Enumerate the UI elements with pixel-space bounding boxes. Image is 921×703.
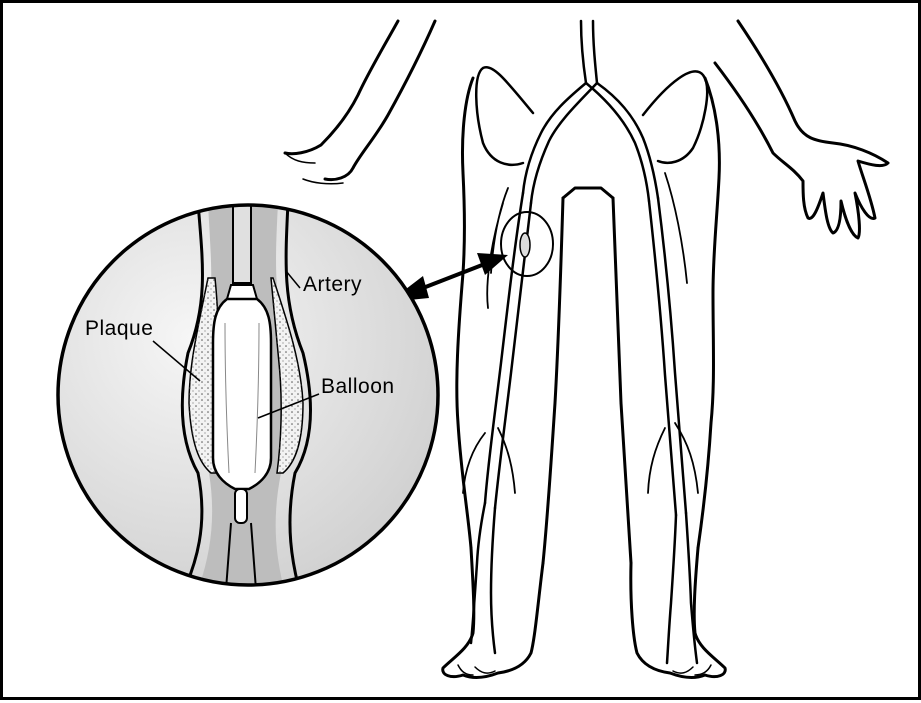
- catheter-shaft: [233, 203, 251, 283]
- label-balloon: Balloon: [321, 375, 395, 398]
- arterial-tree: [463, 21, 707, 663]
- balloon-shape: [213, 299, 271, 489]
- label-artery: Artery: [303, 273, 362, 296]
- label-plaque: Plaque: [85, 317, 153, 340]
- angioplasty-illustration: Artery Plaque Balloon: [3, 3, 921, 703]
- magnified-view: Artery Plaque Balloon: [58, 203, 438, 603]
- target-site: [501, 212, 553, 276]
